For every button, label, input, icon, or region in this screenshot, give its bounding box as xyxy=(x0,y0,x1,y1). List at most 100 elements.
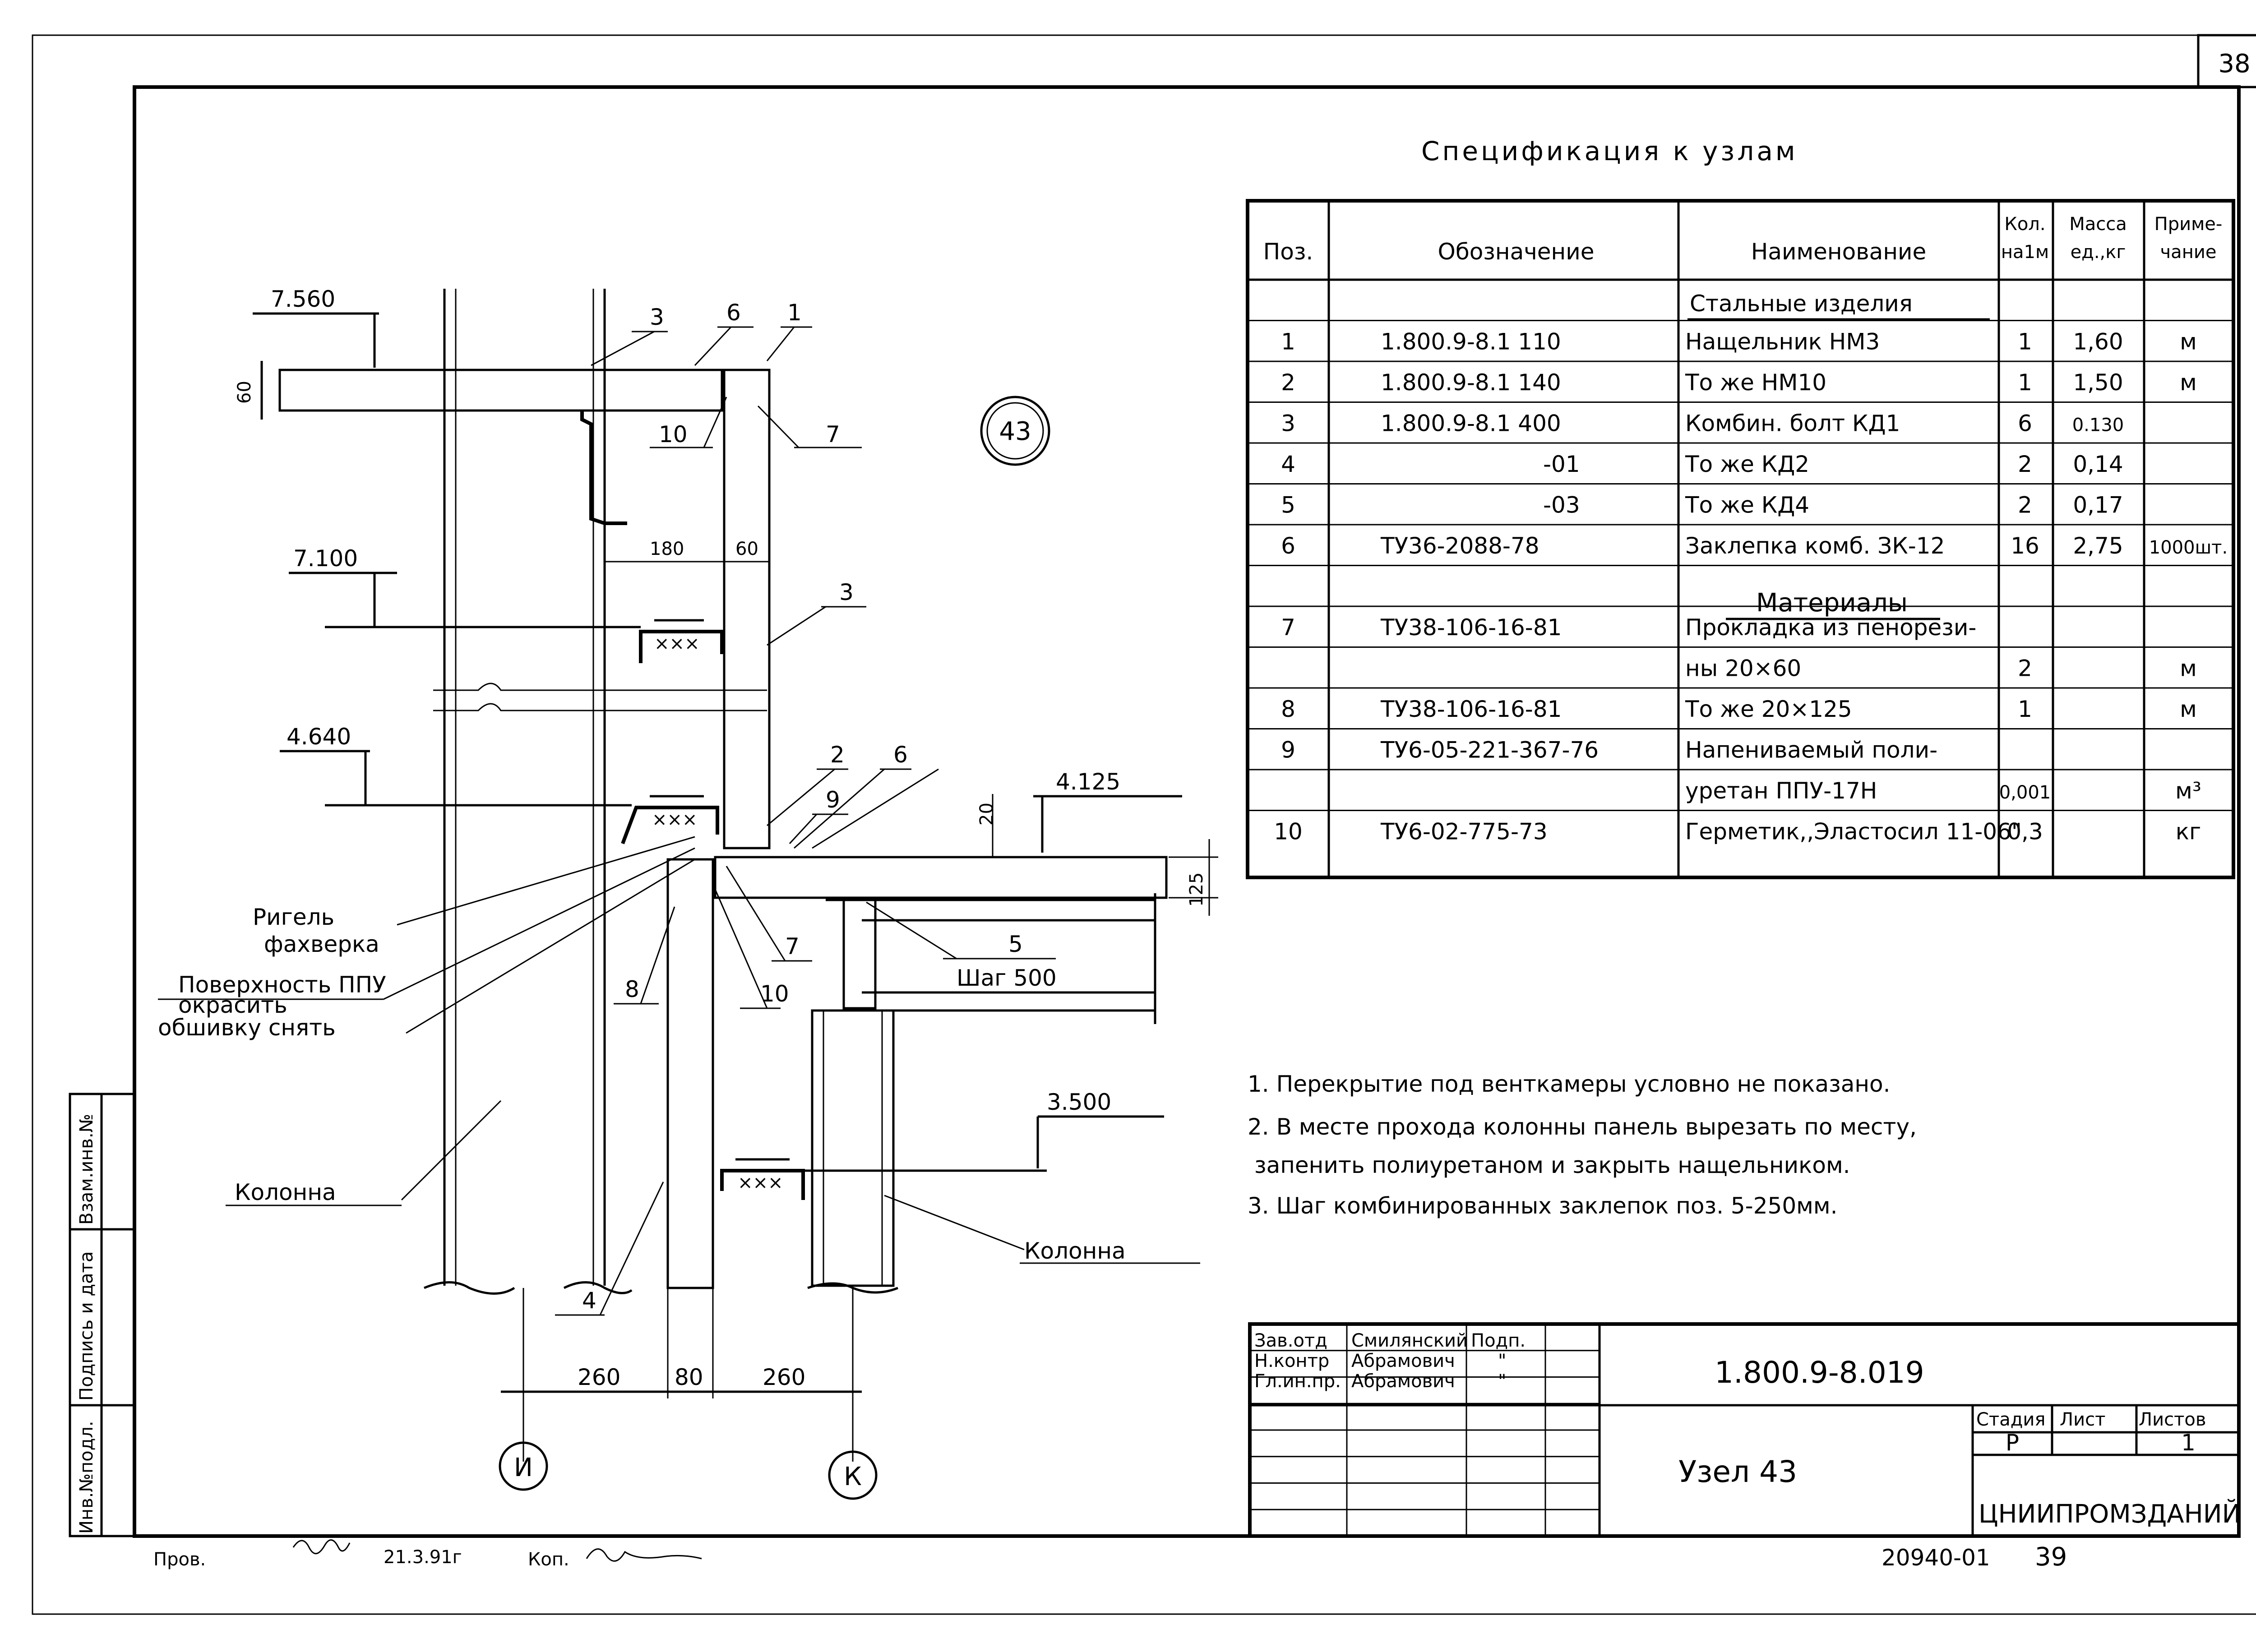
spec-cell-qty: 2 xyxy=(2018,451,2032,477)
spec-cell-pos: 5 xyxy=(1281,492,1295,518)
dimension-lines: 60 180 60 20 125 260 80 260 xyxy=(234,361,1218,1462)
footer-date: 21.3.91г xyxy=(384,1547,462,1568)
label-fachwerk: фахверка xyxy=(264,931,379,957)
label-column-left: Колонна xyxy=(235,1179,336,1205)
spec-title: Спецификация к узлам xyxy=(1421,136,1798,166)
spec-cell-designation: ТУ38-106-16-81 xyxy=(1380,614,1562,641)
footer-copied-signature xyxy=(586,1548,702,1562)
title-org: ЦНИИПРОМЗДАНИЙ xyxy=(1979,1499,2241,1529)
wall-panel-lower xyxy=(666,858,714,1289)
note-3: 3. Шаг комбинированных заклепок поз. 5-2… xyxy=(1248,1193,1837,1219)
label-ppu-surface: Поверхность ППУ xyxy=(178,972,386,998)
spec-header-pos: Поз. xyxy=(1263,239,1313,265)
spec-cell-qty: 1 xyxy=(2018,369,2032,396)
spec-cell-name: То же НМ10 xyxy=(1685,369,1826,396)
svg-text:8: 8 xyxy=(625,976,639,1002)
spec-cell-designation: 1.800.9-8.1 400 xyxy=(1381,411,1561,437)
svg-text:7: 7 xyxy=(826,421,840,448)
side-stamp-sign: Подпись и дата xyxy=(76,1251,97,1401)
spec-header-designation: Обозначение xyxy=(1438,239,1595,265)
svg-text:4.640: 4.640 xyxy=(287,724,351,750)
spec-cell-pos: 6 xyxy=(1281,533,1295,559)
node-marker xyxy=(980,396,1050,466)
break-lines xyxy=(433,683,767,711)
title-sheets: 1 xyxy=(2181,1430,2196,1456)
spec-cell-note: кг xyxy=(2176,819,2201,845)
footer-page-number: 39 xyxy=(2035,1542,2067,1572)
svg-text:6: 6 xyxy=(726,300,741,326)
spec-cell-qty: 16 xyxy=(2011,533,2039,559)
title-signature: " xyxy=(1498,1371,1506,1392)
spec-section-materials: Материалы xyxy=(1756,588,1908,618)
outer-border xyxy=(32,34,2256,1615)
corner-sheet-number: 38 xyxy=(2218,49,2250,78)
title-block xyxy=(1248,1322,2241,1538)
spec-cell-pos: 1 xyxy=(1281,329,1295,355)
spec-cell-name: То же КД2 xyxy=(1685,451,1809,477)
spec-cell-pos: 7 xyxy=(1281,614,1295,641)
svg-text:3.500: 3.500 xyxy=(1047,1089,1111,1115)
spec-cell-designation: ТУ6-02-775-73 xyxy=(1380,819,1548,845)
spec-header-note-2: чание xyxy=(2160,242,2217,263)
wall-panel-upper xyxy=(723,369,771,849)
spec-cell-name: Прокладка из пенорези- xyxy=(1685,614,1976,641)
label-rigel: Ригель xyxy=(253,904,334,930)
svg-text:6: 6 xyxy=(893,742,908,768)
label-skin: обшивку снять xyxy=(158,1015,336,1041)
drawing-labels: Ригель фахверка Поверхность ППУ окрасить… xyxy=(158,904,1200,1264)
spec-header-name: Наименование xyxy=(1751,239,1927,265)
svg-text:260: 260 xyxy=(763,1364,805,1390)
spec-cell-note: м xyxy=(2180,329,2197,355)
spec-cell-name: То же КД4 xyxy=(1685,492,1809,518)
spec-cell-designation: 1.800.9-8.1 110 xyxy=(1381,329,1561,355)
spec-cell-qty: 2 xyxy=(2018,655,2032,682)
spec-cell-name: Герметик,,Эластосил 11-06" xyxy=(1685,819,2022,845)
spec-cell-pos: 3 xyxy=(1281,411,1295,437)
footer-checked: Пров. xyxy=(153,1549,206,1570)
title-role: Зав.отд xyxy=(1254,1330,1327,1351)
spec-cell-qty: 0,001 xyxy=(1999,782,2051,803)
svg-text:3: 3 xyxy=(839,579,854,605)
footer-copied: Коп. xyxy=(528,1549,569,1570)
node-label: 43 xyxy=(999,417,1031,446)
svg-text:×××: ××× xyxy=(654,633,700,654)
spec-header-mass-2: ед.,кг xyxy=(2071,242,2126,263)
title-sheet-title: Узел 43 xyxy=(1678,1454,1797,1489)
spec-cell-name: Нащельник НМ3 xyxy=(1685,329,1880,355)
elevation-4640: 4.640 xyxy=(280,724,632,807)
spec-cell-name: ны 20×60 xyxy=(1685,655,1801,682)
spec-cell-pos: 4 xyxy=(1281,451,1295,477)
svg-text:10: 10 xyxy=(659,421,688,448)
svg-text:4.125: 4.125 xyxy=(1056,769,1120,795)
note-2: 2. В месте прохода колонны панель выреза… xyxy=(1248,1114,1917,1140)
spec-cell-qty: 6 xyxy=(2018,411,2032,437)
bolt-group-3500: ××× xyxy=(720,1158,805,1200)
spec-header-qty-1: Кол. xyxy=(2004,214,2045,235)
spec-header: Поз. Обозначение Наименование Кол. на1м … xyxy=(1263,214,2223,265)
svg-text:9: 9 xyxy=(826,787,840,813)
title-role: Гл.ин.пр. xyxy=(1254,1371,1341,1392)
spec-cell-name: Заклепка комб. ЗК-12 xyxy=(1685,533,1945,559)
roof-panel-top xyxy=(278,369,723,412)
spec-cell-mass: 1,50 xyxy=(2073,369,2123,396)
svg-text:2: 2 xyxy=(830,742,845,768)
axis-k: К xyxy=(828,1450,878,1500)
label-paint: окрасить xyxy=(178,992,287,1018)
svg-text:3: 3 xyxy=(650,304,664,330)
title-role: Н.контр xyxy=(1254,1351,1329,1371)
step-label: Шаг 500 xyxy=(957,965,1057,991)
spec-section-steel: Стальные изделия xyxy=(1690,291,1913,317)
side-stamp: Инв.№подл. Подпись и дата Взам.инв.№ xyxy=(69,1093,136,1537)
title-signature: " xyxy=(1498,1351,1506,1371)
note-2-continued: запенить полиуретаном и закрыть нащельни… xyxy=(1254,1152,1850,1178)
bracket-top xyxy=(580,411,627,525)
note-1: 1. Перекрытие под венткамеры условно не … xyxy=(1248,1071,1891,1097)
spec-cell-mass: 2,75 xyxy=(2073,533,2123,559)
title-stage: Р xyxy=(2006,1430,2019,1456)
spec-cell-qty: 2 xyxy=(2018,492,2032,518)
label-column-right: Колонна xyxy=(1024,1238,1126,1264)
spec-table xyxy=(1246,199,2235,879)
